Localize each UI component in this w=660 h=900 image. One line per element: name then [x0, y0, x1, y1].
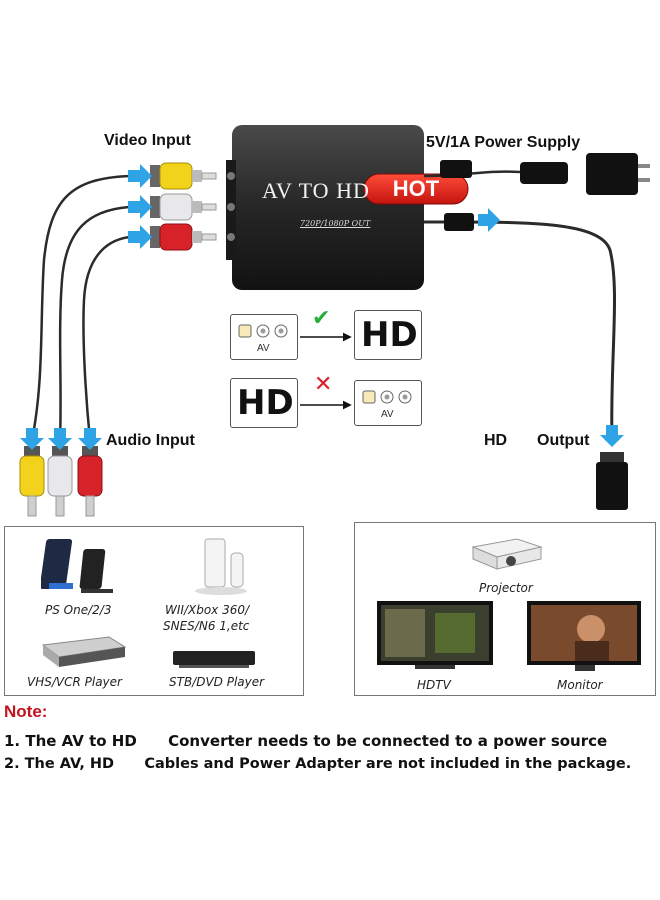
compat-hd-source-box: HD [230, 378, 298, 428]
hdmi-output-plug-icon [596, 452, 628, 510]
source-caption-wii: WII/Xbox 360/ [165, 603, 250, 617]
check-icon: ✔ [312, 306, 331, 331]
projector-icon [471, 538, 543, 570]
hdmi-plug-top-icon [444, 213, 474, 231]
video-arrow-icons [128, 164, 152, 249]
dvd-player-icon [173, 651, 255, 668]
output-arrow-icon [600, 425, 624, 447]
compat-av-target-box: AV [354, 380, 422, 426]
display-caption-monitor: Monitor [557, 678, 603, 692]
output-label: Output [537, 432, 590, 449]
audio-arrow-icons [20, 428, 102, 450]
compat-av-text-1: AV [257, 343, 270, 354]
vcr-player-icon [41, 636, 127, 667]
hot-badge: HOT [392, 176, 440, 201]
compat-hd-text-2: HD [237, 383, 294, 423]
yellow-rca-plug [150, 162, 217, 190]
power-supply-label: 5V/1A Power Supply [426, 134, 581, 151]
rca-connector-icon [238, 324, 288, 338]
converter-title: AV TO HD [262, 178, 370, 203]
rca-cable-bundle [30, 174, 131, 441]
display-caption-projector: Projector [479, 581, 533, 595]
hdtv-icon [377, 601, 493, 669]
source-devices-panel: PS One/2/3 WII/Xbox 360/ SNES/N6 1,etc V… [4, 526, 304, 696]
compat-hd-text-1: HD [361, 315, 418, 355]
source-caption-vhs: VHS/VCR Player [27, 675, 122, 689]
monitor-icon [527, 601, 641, 671]
converter-sublabel: 720P/1080P OUT [300, 219, 371, 228]
note-title: Note: [4, 702, 48, 721]
power-adapter-icon [586, 153, 650, 195]
rca-connector-icon [362, 390, 412, 404]
power-cable [423, 170, 521, 178]
red-rca-plug [150, 223, 217, 251]
audio-white-plug [47, 446, 73, 517]
source-caption-stb: STB/DVD Player [169, 675, 265, 689]
compat-hd-target-box: HD [354, 310, 422, 360]
video-input-label: Video Input [104, 132, 191, 149]
compat-av-source-box: AV [230, 314, 298, 360]
audio-plugs [19, 446, 103, 517]
hdmi-arrow-icon [478, 208, 500, 232]
audio-yellow-plug [19, 446, 45, 517]
converter-box [226, 125, 469, 290]
display-devices-panel: Projector HDTV Monitor [354, 522, 656, 696]
usb-plug-icon [440, 160, 568, 184]
source-caption-ps: PS One/2/3 [45, 603, 112, 617]
source-caption-snes: SNES/N6 1,etc [163, 619, 250, 633]
display-caption-hdtv: HDTV [417, 678, 451, 692]
white-rca-plug [150, 193, 217, 221]
connection-diagram [19, 125, 650, 517]
wii-console-icon [195, 538, 247, 595]
note-line-1: 1. The AV to HD Converter needs to be co… [4, 732, 608, 750]
note-line-2: 2. The AV, HD Cables and Power Adapter a… [4, 756, 632, 772]
compat-av-text-2: AV [381, 409, 394, 420]
hdmi-cable [423, 220, 617, 441]
video-plugs [150, 162, 217, 251]
audio-input-label: Audio Input [106, 432, 195, 449]
hd-label: HD [484, 432, 508, 449]
cross-icon: ✕ [314, 372, 333, 397]
audio-red-plug [77, 446, 103, 517]
ps-console-icon [41, 539, 113, 593]
